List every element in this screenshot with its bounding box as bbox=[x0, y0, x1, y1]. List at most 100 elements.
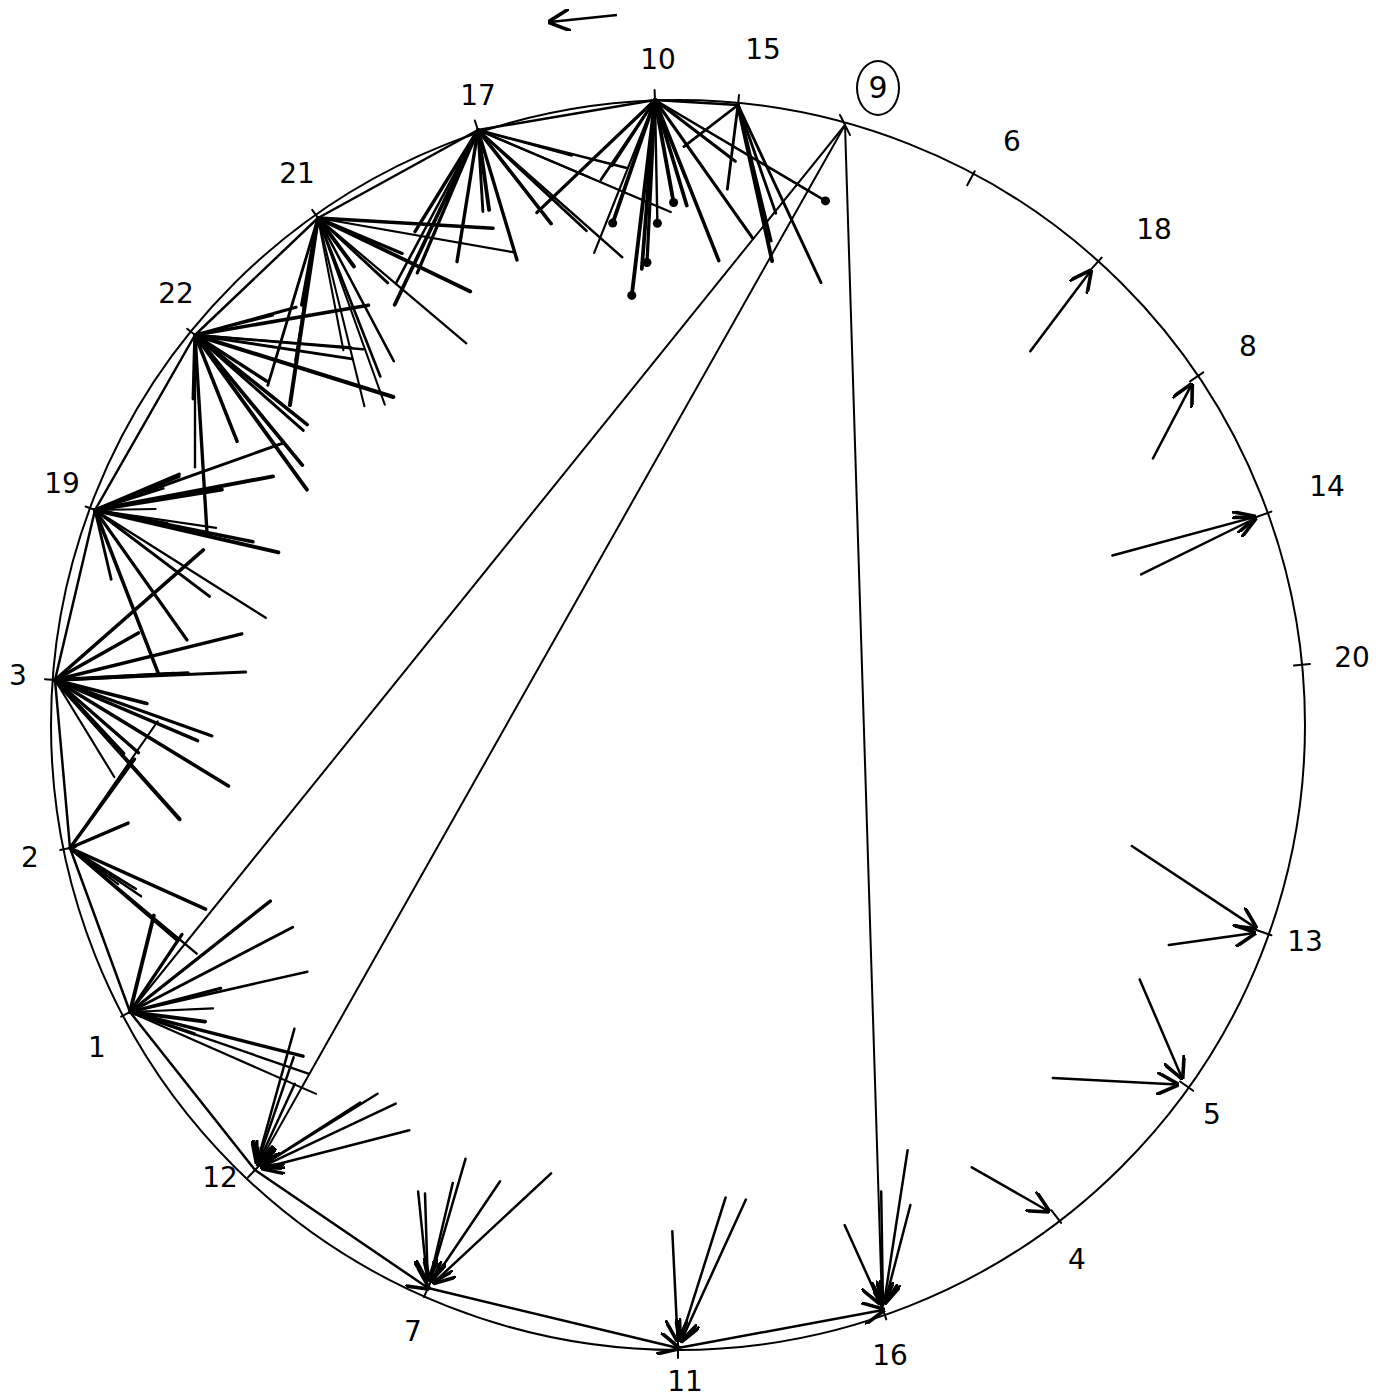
spoke-line bbox=[478, 130, 489, 210]
spoke-line bbox=[1256, 930, 1271, 935]
spoke-line bbox=[70, 721, 158, 848]
spoke-line bbox=[70, 848, 130, 1012]
spoke-line bbox=[262, 1094, 378, 1166]
spoke-line bbox=[55, 550, 203, 680]
spoke-line bbox=[678, 1310, 883, 1348]
spoke-line bbox=[478, 130, 622, 257]
spoke-line bbox=[95, 510, 266, 618]
spoke-line bbox=[655, 100, 687, 206]
spoke-line bbox=[263, 1130, 410, 1168]
spoke-line bbox=[395, 130, 478, 305]
point-number: 1 bbox=[88, 1034, 106, 1062]
spoke-line bbox=[885, 1205, 910, 1302]
spoke-line bbox=[55, 633, 138, 680]
direction-arrow bbox=[550, 15, 617, 22]
spoke-line bbox=[478, 130, 671, 212]
point-number: 4 bbox=[1068, 1246, 1086, 1274]
spoke-line bbox=[655, 100, 738, 105]
point-number: 7 bbox=[404, 1318, 422, 1346]
spoke-line bbox=[55, 510, 95, 680]
spoke-line bbox=[130, 125, 845, 1012]
spoke-line bbox=[430, 1183, 453, 1280]
spoke-line bbox=[1030, 271, 1090, 351]
node-text: 9 bbox=[868, 73, 887, 103]
spoke-line bbox=[194, 335, 196, 467]
spoke-line bbox=[130, 901, 270, 1012]
spoke-line bbox=[642, 100, 655, 269]
spoke-line bbox=[738, 105, 771, 241]
spoke-line bbox=[1153, 385, 1191, 458]
point-number: 21 bbox=[279, 160, 315, 188]
end-dot bbox=[669, 198, 678, 207]
spoke-line bbox=[1294, 664, 1310, 666]
spoke-line bbox=[130, 1012, 255, 1170]
spoke-line bbox=[95, 443, 282, 510]
spoke-line bbox=[681, 1200, 746, 1341]
spoke-line bbox=[684, 105, 738, 147]
point-number: 10 bbox=[640, 46, 676, 74]
spoke-line bbox=[130, 1008, 213, 1012]
spoke-line bbox=[95, 510, 278, 552]
spoke-line bbox=[95, 474, 179, 510]
spoke-line bbox=[1169, 933, 1254, 945]
spoke-line bbox=[318, 218, 388, 283]
spoke-line bbox=[195, 335, 302, 465]
spoke-line bbox=[738, 105, 776, 213]
point-number: 12 bbox=[202, 1164, 238, 1192]
spoke-line bbox=[55, 680, 70, 848]
spoke-line bbox=[434, 1173, 551, 1282]
spoke-line bbox=[1141, 519, 1255, 575]
spoke-line bbox=[195, 335, 307, 490]
spoke-line bbox=[70, 759, 134, 848]
spoke-line bbox=[425, 1193, 428, 1280]
spoke-line bbox=[655, 100, 735, 161]
spoke-line bbox=[418, 1191, 427, 1280]
end-dot bbox=[608, 219, 617, 228]
end-dot bbox=[653, 219, 662, 228]
point-number: 6 bbox=[1003, 128, 1021, 156]
spoke-line bbox=[55, 673, 174, 680]
point-number: 20 bbox=[1334, 644, 1370, 672]
point-number: 5 bbox=[1203, 1101, 1221, 1129]
spoke-line bbox=[1180, 1082, 1193, 1091]
spoke-line bbox=[318, 218, 380, 376]
spoke-line bbox=[195, 335, 207, 531]
spoke-line bbox=[318, 218, 470, 292]
spoke-line bbox=[262, 1104, 396, 1167]
end-dot bbox=[627, 291, 636, 300]
spoke-line bbox=[478, 130, 551, 224]
point-number: 22 bbox=[158, 280, 194, 308]
spoke-line bbox=[1051, 1210, 1061, 1223]
circled-number: 9 bbox=[856, 60, 900, 116]
spoke-line bbox=[1091, 258, 1102, 270]
spoke-line bbox=[430, 1159, 465, 1281]
end-dot bbox=[821, 196, 830, 205]
spoke-line bbox=[95, 476, 273, 510]
spoke-line bbox=[95, 509, 156, 510]
point-number: 18 bbox=[1136, 216, 1172, 244]
spoke-line bbox=[318, 130, 478, 218]
spoke-line bbox=[195, 335, 393, 397]
spoke-line bbox=[130, 927, 293, 1012]
point-number: 2 bbox=[21, 844, 39, 872]
spoke-line bbox=[967, 171, 975, 185]
spoke-line bbox=[727, 105, 738, 189]
spoke-line bbox=[1190, 372, 1203, 381]
spoke-line bbox=[1053, 1078, 1177, 1085]
spoke-line bbox=[290, 218, 318, 405]
point-number: 16 bbox=[872, 1342, 908, 1370]
spoke-line bbox=[130, 1012, 308, 1074]
point-number: 14 bbox=[1309, 473, 1345, 501]
spoke-line bbox=[258, 125, 845, 1165]
spoke-line bbox=[478, 100, 655, 130]
spoke-line bbox=[881, 1304, 886, 1319]
spoke-line bbox=[845, 1225, 880, 1303]
spoke-line bbox=[55, 680, 139, 753]
spoke-line bbox=[55, 680, 212, 736]
spoke-line bbox=[428, 1288, 678, 1348]
spoke-line bbox=[845, 125, 882, 1305]
spoke-line bbox=[257, 1029, 294, 1163]
spoke-line bbox=[672, 1231, 677, 1340]
spoke-line bbox=[55, 680, 229, 786]
